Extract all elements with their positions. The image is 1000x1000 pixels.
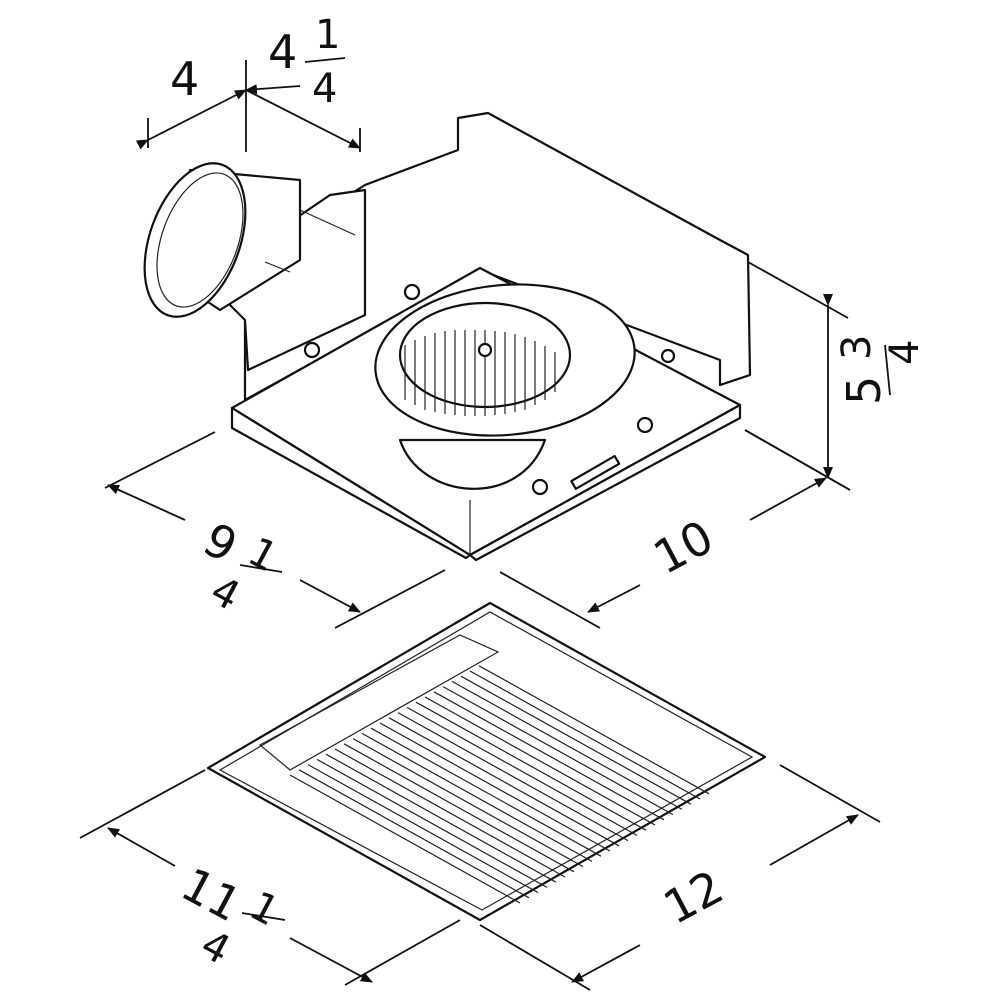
grille-slat — [460, 675, 692, 805]
duct-connector — [143, 162, 367, 372]
grille-slat — [379, 722, 611, 852]
grille-width-whole: 12 — [655, 860, 732, 935]
housing-height-label: 5 3 4 — [834, 335, 928, 405]
grille-depth-num: 1 — [242, 883, 286, 936]
grille-slat — [388, 717, 620, 847]
grille-slat — [316, 758, 548, 888]
grille-slat — [352, 738, 584, 868]
grille-depth-den: 4 — [193, 921, 237, 974]
grille — [206, 601, 767, 922]
grille-width-label: 12 — [655, 860, 732, 935]
grille-slat — [397, 712, 629, 842]
grille-slat — [424, 696, 656, 826]
grille-slat — [442, 686, 674, 816]
duct-length-whole: 4 — [268, 25, 297, 79]
duct-length-den: 4 — [312, 66, 337, 112]
duct-length-num: 1 — [315, 12, 340, 58]
grille-slat — [433, 691, 665, 821]
housing-depth-label: 9 1 4 — [195, 512, 285, 621]
grille-slat — [334, 748, 566, 878]
housing-depth-num: 1 — [241, 529, 285, 582]
grille-depth-whole: 11 — [173, 857, 250, 932]
housing-height-num: 3 — [834, 335, 880, 360]
grille-slat — [361, 732, 593, 862]
housing-depth-whole: 9 — [195, 512, 246, 573]
housing-width-whole: 10 — [645, 510, 722, 585]
housing-height-den: 4 — [882, 340, 928, 365]
duct-diameter-label: 4 — [170, 52, 199, 106]
grille-slat — [307, 764, 539, 894]
grille-slat — [370, 727, 602, 857]
grille-slat — [415, 701, 647, 831]
housing-height-whole: 5 — [837, 376, 891, 405]
housing-depth-den: 4 — [203, 568, 247, 621]
grille-slat — [406, 706, 638, 836]
grille-slat — [325, 753, 557, 883]
dimension-lines — [79, 60, 881, 991]
grille-slat — [451, 680, 683, 810]
grille-slat — [469, 670, 701, 800]
grille-slat — [478, 665, 710, 795]
grille-slat — [298, 769, 530, 899]
grille-slat — [343, 743, 575, 873]
grille-slat — [289, 774, 521, 904]
housing-width-label: 10 — [645, 510, 722, 585]
fan-housing — [230, 111, 752, 562]
